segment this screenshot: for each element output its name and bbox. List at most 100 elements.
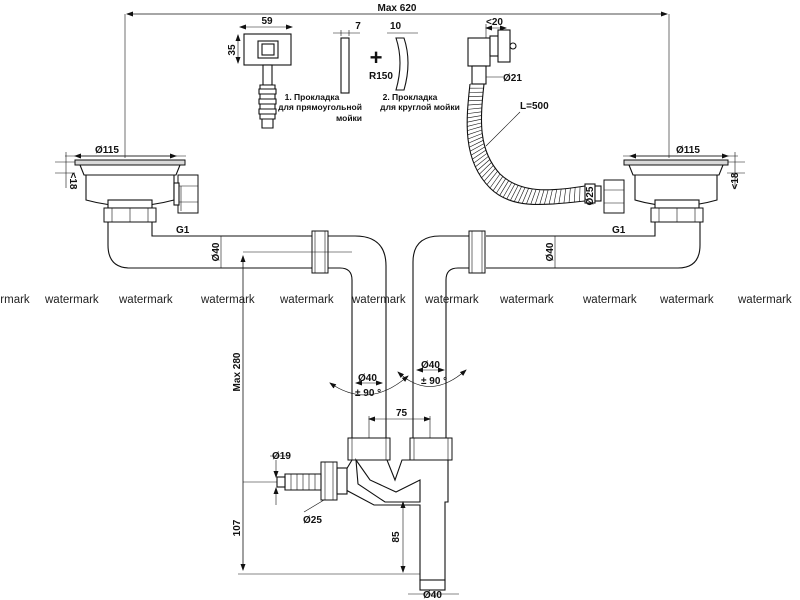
radius-label: R150 [369,71,393,82]
note-rect-line-2: для прямоугольной [278,102,362,112]
hose-ring [475,156,489,168]
watermark-row: watermark watermark watermark watermark … [0,294,792,306]
note-rect-line-1: 1. Прокладка [285,92,340,102]
hose-ring [513,186,522,202]
hose-ring [499,180,509,196]
right-bowl-diameter-label: Ø115 [676,145,700,156]
hose-ring [469,140,484,148]
gasket-thickness: 7 [333,21,361,94]
outlet-height-label: 85 [391,531,402,543]
watermark-text: watermark [659,294,714,306]
hose-ring [534,189,541,205]
hose-ring [558,189,562,204]
overflow-fitting: <20 Ø21 [467,17,522,85]
left-bowl-diameter-label: Ø115 [95,145,119,156]
hose-ring [468,136,483,144]
hose-ring [492,176,504,192]
bottom-manifold [276,437,453,591]
hose-ring [470,146,486,156]
hose-ring [467,133,483,140]
hose-ring [517,187,526,203]
hose-ring [506,183,516,200]
right-strainer: Ø115 <18 G1 [603,145,745,236]
left-thread-label: G1 [176,225,190,236]
hose-ring [486,171,498,185]
side-inlet-small-label: Ø19 [272,451,291,462]
hose-ring [539,189,545,205]
hose-ring [568,188,571,203]
max-width-dimension: Max 620 [124,3,670,158]
hose-ring [483,168,496,182]
hose-ring [544,189,549,205]
hose-ring [467,126,482,131]
left-vertical-diameter-label: Ø40 [358,373,377,384]
gasket-width-label: 59 [261,16,273,27]
hose-ring [467,129,482,136]
watermark-text: watermark [351,294,406,306]
left-strainer: Ø115 <18 G1 [55,145,199,236]
outlet-spacing-label: 75 [396,408,408,419]
watermark-text: watermark [0,294,30,306]
hose-ring [468,99,483,102]
hose-ring [476,159,491,171]
watermark-text: watermark [200,294,255,306]
right-rotation-label: ± 90 ° [421,376,447,387]
hose-ring [510,185,519,201]
watermark-text: watermark [737,294,792,306]
note-round-line-2: для круглой мойки [380,102,460,112]
round-gasket-part: 10 R150 [369,21,418,91]
hose-ring [467,118,482,123]
hose-ring [467,111,482,114]
max-height-label: Max 280 [232,352,243,391]
note-rect-line-3: мойки [336,113,362,123]
max-height-dimension: Max 280 [232,251,352,571]
hose-ring [521,188,529,204]
watermark-text: watermark [279,294,334,306]
hose-connector-label: Ø25 [585,186,596,205]
hose-ring [526,188,533,205]
hose-ring [467,115,482,119]
watermark-text: watermark [44,294,99,306]
overflow-diameter-label: Ø21 [503,73,522,84]
hose-ring [563,188,567,204]
watermark-text: watermark [118,294,173,306]
side-inlet-height-label: 107 [232,519,243,536]
watermark-text: watermark [499,294,554,306]
hose-ring [473,153,488,164]
left-pipe-assembly: Ø40 [107,222,387,438]
right-thread-label: G1 [612,225,626,236]
rectangular-gasket-part: 59 35 [227,16,293,129]
right-strainer-depth-label: <18 [730,172,741,189]
left-pipe-diameter-label: Ø40 [211,242,222,261]
right-pipe-assembly: Ø40 [412,222,701,438]
hose-ring [573,187,576,203]
round-gasket-width-label: 10 [390,21,402,32]
max-width-label: Max 620 [378,3,417,14]
outlet-diameter-label: Ø40 [423,590,442,600]
gasket-notes: 1. Прокладка для прямоугольной мойки 2. … [278,92,460,123]
watermark-text: watermark [582,294,637,306]
hose-length-label: L=500 [520,101,549,112]
left-rotation-label: ± 90 ° [355,388,381,399]
hose-ring [472,149,487,160]
hose-ring [467,103,483,106]
plus-sign: + [370,45,383,70]
hose-ring [467,107,482,110]
hose-ring [479,162,492,175]
gasket-height-label: 35 [227,44,238,56]
hose-ring [496,178,506,194]
hose-ring [469,143,485,152]
side-inlet-large-label: Ø25 [303,515,322,526]
hose-ring [481,165,494,179]
hose-ring [530,189,537,205]
hose-ring [502,182,512,198]
right-pipe-diameter-label: Ø40 [545,242,556,261]
gasket-thickness-label: 7 [355,21,361,32]
hose-ring [553,189,558,204]
left-strainer-depth-label: <18 [67,173,78,190]
hose-ring [489,173,501,189]
hose-ring [467,122,482,127]
side-inlet-dimensions: Ø19 Ø25 107 85 Ø40 [232,451,459,600]
hose-ring [548,189,553,205]
